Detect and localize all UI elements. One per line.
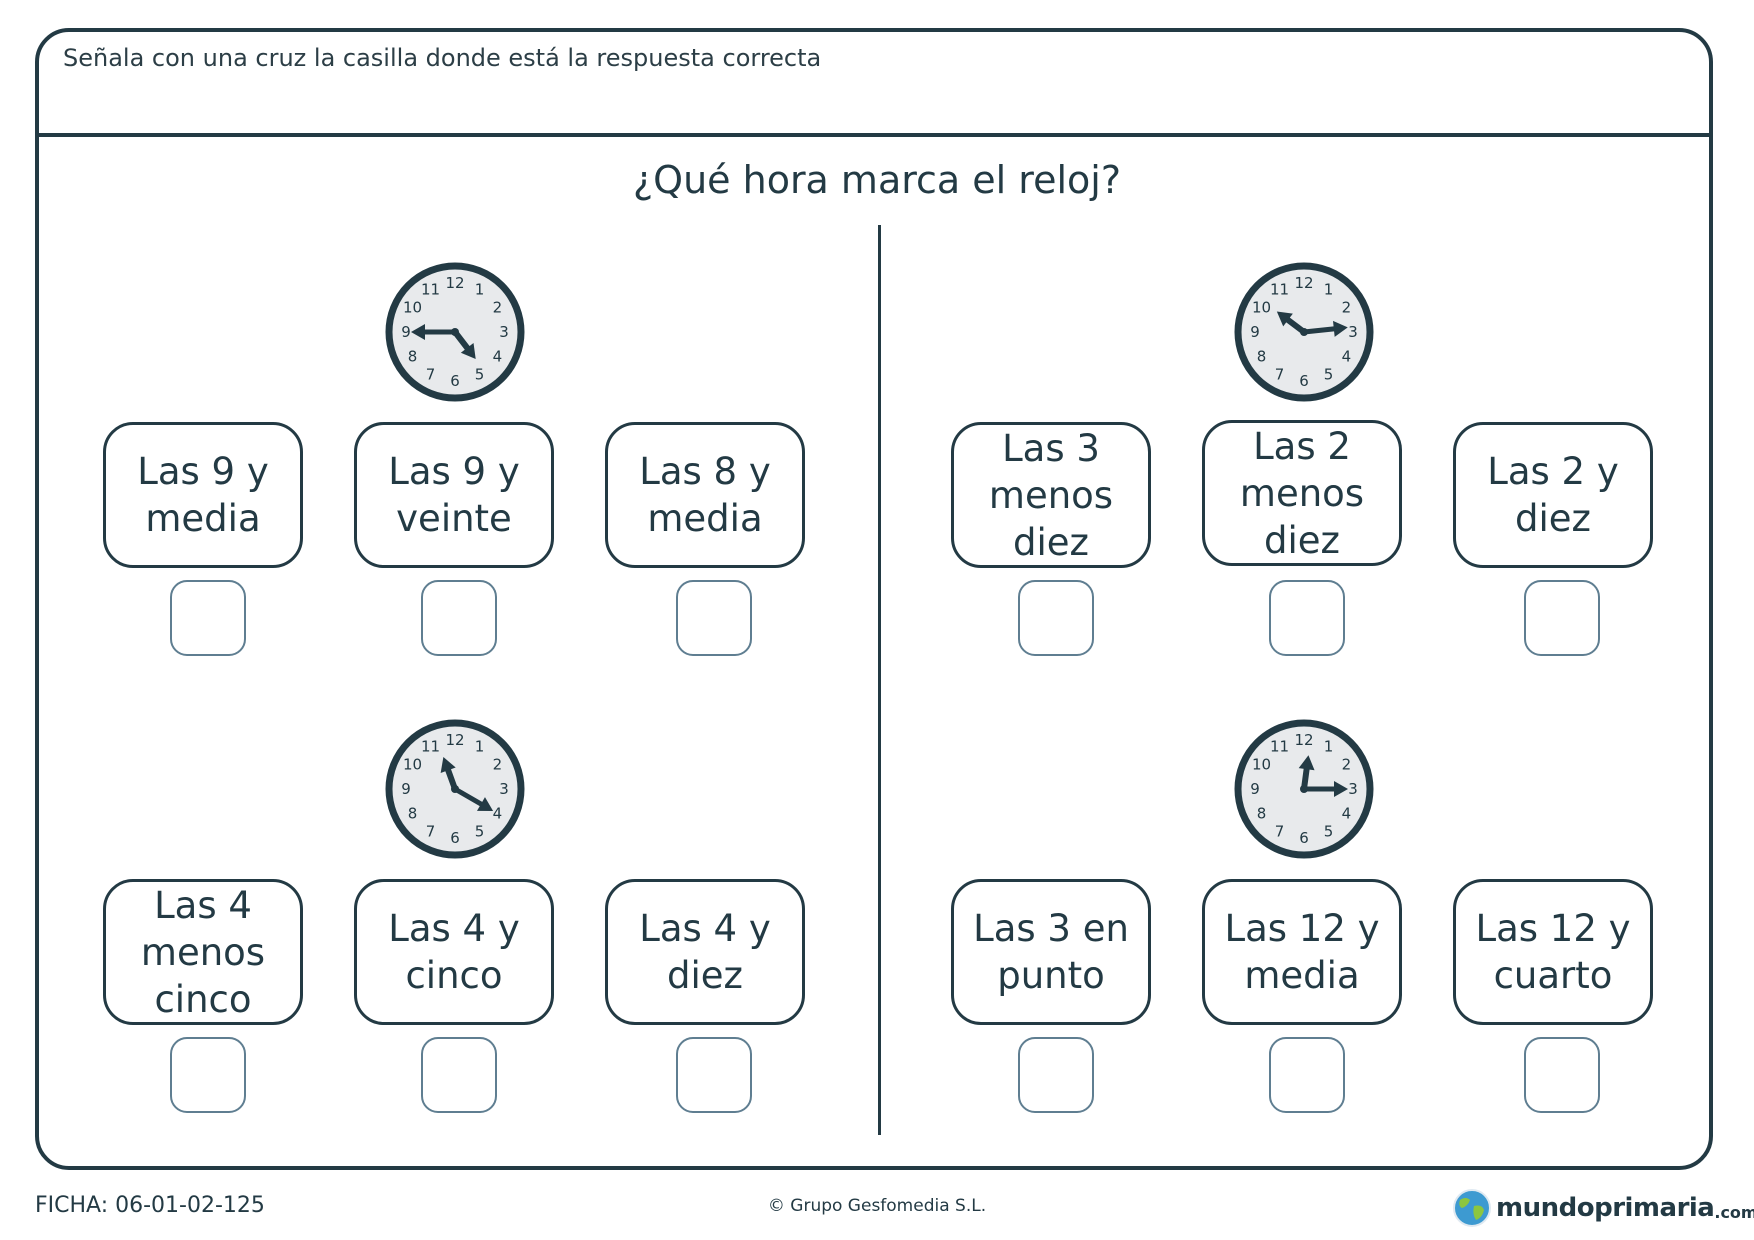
clock-number: 5 bbox=[1324, 365, 1334, 383]
clock-number: 11 bbox=[421, 281, 440, 299]
worksheet-code: FICHA: 06-01-02-125 bbox=[35, 1193, 265, 1218]
clock-center bbox=[1300, 785, 1308, 793]
clock-number: 10 bbox=[1252, 299, 1271, 317]
option-2: Las 2 menos diez bbox=[1202, 420, 1402, 566]
clock-number: 12 bbox=[445, 731, 464, 749]
clock-number: 8 bbox=[1257, 805, 1267, 823]
option-2: Las 9 y veinte bbox=[354, 422, 554, 568]
instruction-text: Señala con una cruz la casilla donde est… bbox=[63, 44, 822, 72]
clock-number: 10 bbox=[403, 756, 422, 774]
option-3: Las 8 y media bbox=[605, 422, 805, 568]
answer-checkbox[interactable] bbox=[1018, 1037, 1094, 1113]
clock-number: 5 bbox=[475, 822, 485, 840]
answer-checkbox[interactable] bbox=[676, 580, 752, 656]
answer-checkbox[interactable] bbox=[1524, 1037, 1600, 1113]
answer-checkbox[interactable] bbox=[421, 580, 497, 656]
center-divider bbox=[878, 225, 881, 1135]
option-1: Las 9 y media bbox=[103, 422, 303, 568]
answer-checkbox[interactable] bbox=[421, 1037, 497, 1113]
clock-number: 10 bbox=[403, 299, 422, 317]
clock-number: 11 bbox=[1270, 281, 1289, 299]
clock-center bbox=[451, 785, 459, 793]
clock-number: 7 bbox=[1275, 822, 1285, 840]
clock-number: 1 bbox=[1324, 738, 1334, 756]
answer-checkbox[interactable] bbox=[1269, 1037, 1345, 1113]
clock-number: 3 bbox=[1348, 780, 1358, 798]
clock-number: 12 bbox=[1294, 274, 1313, 292]
option-1: Las 3 en punto bbox=[951, 879, 1151, 1025]
clock-number: 9 bbox=[401, 780, 411, 798]
brand-logo: mundoprimaria .com bbox=[1452, 1188, 1754, 1228]
clock-number: 1 bbox=[475, 738, 485, 756]
clock-number: 3 bbox=[1348, 323, 1358, 341]
answer-checkbox[interactable] bbox=[170, 1037, 246, 1113]
brand-name: mundoprimaria bbox=[1496, 1193, 1715, 1223]
option-3: Las 12 y cuarto bbox=[1453, 879, 1653, 1025]
clock-number: 4 bbox=[493, 805, 503, 823]
hour-hand bbox=[452, 329, 476, 359]
option-2: Las 12 y media bbox=[1202, 879, 1402, 1025]
clock-number: 7 bbox=[426, 365, 436, 383]
clock-number: 8 bbox=[1257, 348, 1267, 366]
clock-number: 3 bbox=[499, 780, 509, 798]
option-1: Las 4 menos cinco bbox=[103, 879, 303, 1025]
clock-number: 12 bbox=[445, 274, 464, 292]
clock-number: 6 bbox=[450, 829, 460, 847]
clock-number: 12 bbox=[1294, 731, 1313, 749]
worksheet-frame bbox=[35, 28, 1713, 1170]
minute-hand bbox=[1301, 781, 1348, 797]
clock-number: 8 bbox=[408, 348, 418, 366]
clock-center bbox=[1300, 328, 1308, 336]
clock-number: 1 bbox=[1324, 281, 1334, 299]
answer-checkbox[interactable] bbox=[170, 580, 246, 656]
clock-number: 11 bbox=[1270, 738, 1289, 756]
answer-checkbox[interactable] bbox=[1524, 580, 1600, 656]
minute-hand bbox=[452, 786, 494, 811]
minute-hand bbox=[1301, 320, 1348, 337]
clock-number: 9 bbox=[1250, 780, 1260, 798]
answer-checkbox[interactable] bbox=[676, 1037, 752, 1113]
clock-center bbox=[451, 328, 459, 336]
copyright-text: © Grupo Gesfomedia S.L. bbox=[767, 1196, 987, 1216]
clock-number: 1 bbox=[475, 281, 485, 299]
option-3: Las 2 y diez bbox=[1453, 422, 1653, 568]
hour-hand bbox=[1276, 311, 1307, 335]
clock-number: 7 bbox=[426, 822, 436, 840]
option-1: Las 3 menos diez bbox=[951, 422, 1151, 568]
clock-number: 9 bbox=[401, 323, 411, 341]
clock-number: 4 bbox=[1342, 805, 1352, 823]
brand-domain: .com bbox=[1714, 1202, 1754, 1222]
clock-number: 8 bbox=[408, 805, 418, 823]
clock-number: 11 bbox=[421, 738, 440, 756]
clock-number: 2 bbox=[493, 299, 503, 317]
minute-hand bbox=[411, 324, 458, 340]
clock-number: 2 bbox=[493, 756, 503, 774]
hour-hand bbox=[440, 757, 458, 792]
clock-number: 6 bbox=[450, 372, 460, 390]
answer-checkbox[interactable] bbox=[1018, 580, 1094, 656]
clock-number: 9 bbox=[1250, 323, 1260, 341]
answer-checkbox[interactable] bbox=[1269, 580, 1345, 656]
header-divider bbox=[35, 133, 1713, 137]
globe-icon bbox=[1453, 1189, 1491, 1227]
clock-number: 2 bbox=[1342, 756, 1352, 774]
hour-hand bbox=[1298, 755, 1315, 792]
clock-number: 6 bbox=[1299, 372, 1309, 390]
clock-number: 6 bbox=[1299, 829, 1309, 847]
clock-number: 4 bbox=[1342, 348, 1352, 366]
clock-number: 10 bbox=[1252, 756, 1271, 774]
option-2: Las 4 y cinco bbox=[354, 879, 554, 1025]
clock-number: 5 bbox=[475, 365, 485, 383]
clock-number: 7 bbox=[1275, 365, 1285, 383]
clock-number: 3 bbox=[499, 323, 509, 341]
clock-number: 5 bbox=[1324, 822, 1334, 840]
clock-number: 2 bbox=[1342, 299, 1352, 317]
clock-number: 4 bbox=[493, 348, 503, 366]
option-3: Las 4 y diez bbox=[605, 879, 805, 1025]
question-title: ¿Qué hora marca el reloj? bbox=[632, 158, 1121, 202]
